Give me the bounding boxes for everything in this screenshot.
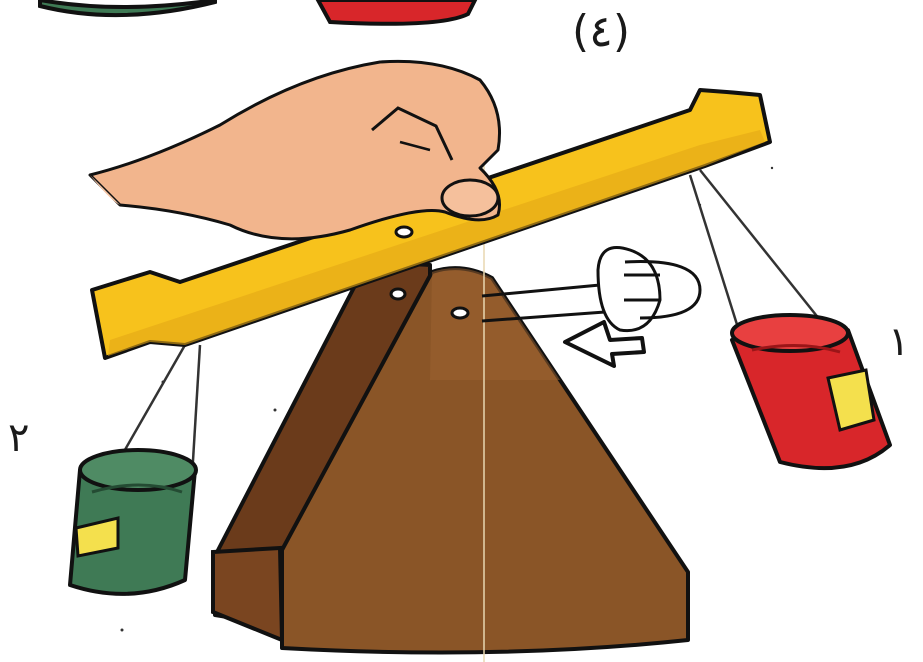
pivot-hook-icon xyxy=(482,248,700,331)
red-bucket-label: ١ xyxy=(888,322,909,362)
top-red-bucket-fragment xyxy=(318,0,475,24)
green-bucket-label: ٢ xyxy=(8,418,29,458)
red-bucket xyxy=(732,315,890,468)
step-number-label: (٤) xyxy=(572,6,630,57)
top-green-bucket-fragment xyxy=(40,0,215,15)
green-bucket xyxy=(70,450,196,594)
